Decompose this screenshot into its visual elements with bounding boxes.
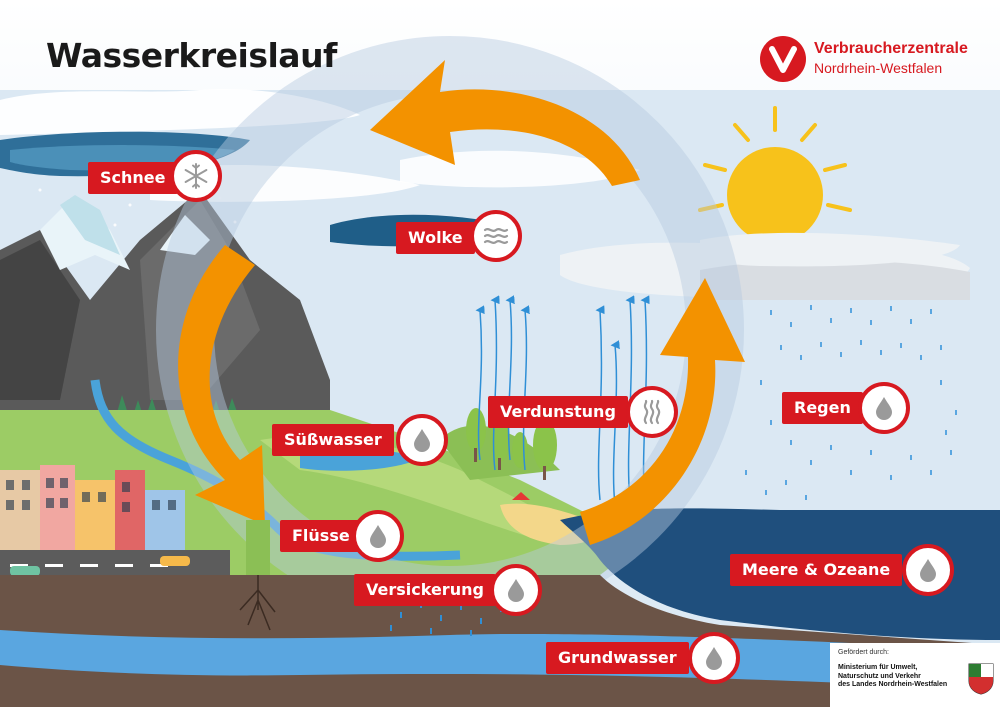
label-grundwasser-text: Grundwasser bbox=[546, 642, 689, 674]
water-drop-icon bbox=[490, 564, 542, 616]
nrw-crest-icon bbox=[968, 663, 994, 695]
logo-region: Nordrhein-Westfalen bbox=[814, 60, 943, 76]
water-drop-icon bbox=[688, 632, 740, 684]
evaporation-icon bbox=[626, 386, 678, 438]
label-fluesse-text: Flüsse bbox=[280, 520, 362, 552]
snowflake-icon bbox=[170, 150, 222, 202]
cycle-arrows bbox=[178, 60, 745, 545]
water-drop-icon bbox=[396, 414, 448, 466]
label-meere-ozeane-text: Meere & Ozeane bbox=[730, 554, 903, 586]
logo-name: Verbraucherzentrale bbox=[814, 40, 968, 57]
city bbox=[0, 465, 185, 550]
water-drop-icon bbox=[858, 382, 910, 434]
sponsor-text: Ministerium für Umwelt, Naturschutz und … bbox=[838, 664, 948, 688]
label-wolke-text: Wolke bbox=[396, 222, 475, 254]
verbraucherzentrale-logo[interactable]: Verbraucherzentrale Nordrhein-Westfalen bbox=[760, 36, 990, 84]
water-drop-icon bbox=[902, 544, 954, 596]
sponsor-box: Gefördert durch: Ministerium für Umwelt,… bbox=[830, 643, 1000, 707]
page-title: Wasserkreislauf bbox=[46, 36, 337, 75]
label-versickerung-text: Versickerung bbox=[354, 574, 496, 606]
label-verdunstung-text: Verdunstung bbox=[488, 396, 628, 428]
label-suesswasser-text: Süßwasser bbox=[272, 424, 394, 456]
logo-v-icon bbox=[760, 36, 806, 82]
label-regen-text: Regen bbox=[782, 392, 863, 424]
label-schnee-text: Schnee bbox=[88, 162, 178, 194]
sponsor-heading: Gefördert durch: bbox=[838, 649, 889, 656]
sun bbox=[698, 106, 852, 212]
wind-waves-icon bbox=[470, 210, 522, 262]
water-drop-icon bbox=[352, 510, 404, 562]
